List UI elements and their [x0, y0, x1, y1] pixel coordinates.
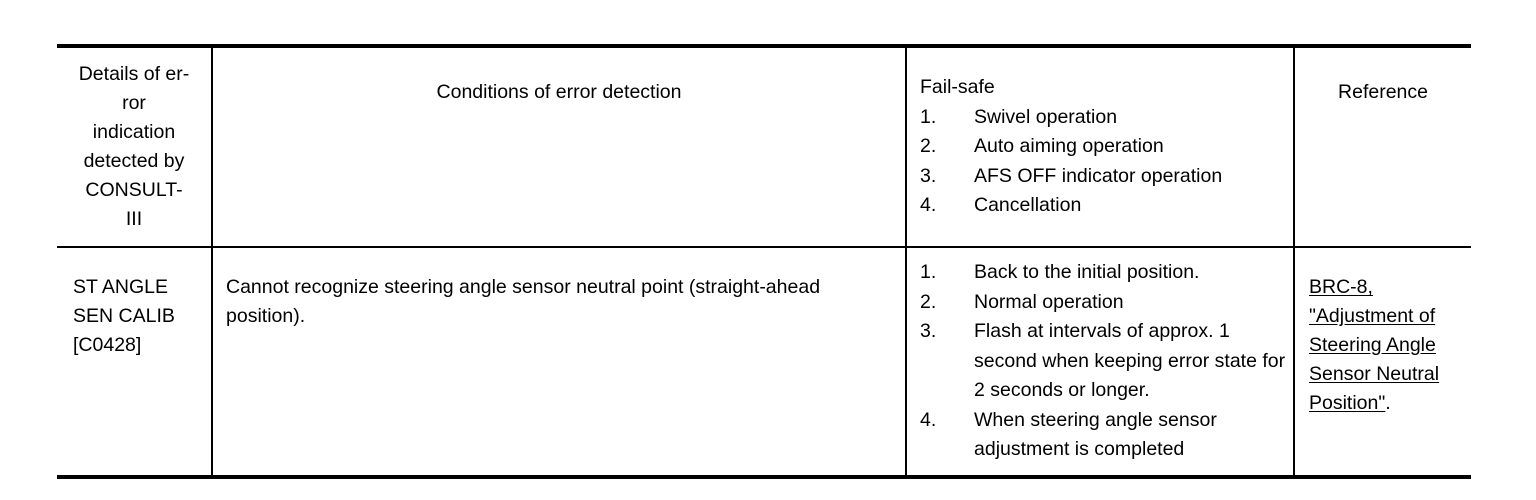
conditions-text: Cannot recognize steering angle sensor n… — [226, 276, 821, 328]
list-item: 2. Normal operation — [920, 288, 1287, 318]
header-conditions-text: Conditions of error detection — [436, 81, 682, 103]
reference-period: . — [1385, 392, 1391, 415]
list-item-number: 4. — [920, 408, 937, 431]
list-item-text: When steering angle sensor adjustment is… — [974, 408, 1217, 461]
header-cell-conditions: Conditions of error detection — [212, 44, 907, 248]
list-item: 4. Cancellation — [920, 191, 1287, 221]
header-code-line-5: CONSULT- — [85, 179, 183, 201]
list-item-number: 1. — [920, 105, 937, 128]
list-item: 1. Swivel operation — [920, 103, 1287, 133]
list-item: 4. When steering angle sensor adjustment… — [920, 406, 1287, 465]
list-item-text: Swivel operation — [974, 105, 1118, 128]
list-item-text: Cancellation — [974, 194, 1082, 217]
list-item-text: Back to the initial position. — [974, 261, 1200, 283]
list-item-number: 1. — [920, 261, 937, 283]
cell-dtc-code: ST ANGLE SEN CALIB [C0428] — [57, 247, 213, 479]
list-item-text: Auto aiming operation — [974, 135, 1164, 158]
list-item-number: 3. — [920, 320, 937, 342]
list-item-text: AFS OFF indicator operation — [974, 164, 1223, 187]
header-code-line-4: detected by — [83, 150, 185, 172]
failsafe-block: 1. Back to the initial position. 2. Norm… — [907, 248, 1293, 475]
cell-failsafe: 1. Back to the initial position. 2. Norm… — [906, 247, 1295, 479]
cell-reference: BRC-8, "Adjustment of Steering Angle Sen… — [1294, 247, 1471, 479]
header-code-line-1: Details of er- — [78, 63, 190, 85]
list-item-text: Normal operation — [974, 290, 1124, 313]
list-item: 1. Back to the initial position. — [920, 258, 1287, 288]
header-code-line-2: ror — [122, 92, 146, 114]
table-header-row: Details of er- ror indication detected b… — [57, 44, 1471, 248]
list-item-number: 2. — [920, 290, 937, 313]
list-item-text: Flash at intervals of approx. 1 second w… — [974, 320, 1286, 401]
header-cell-failsafe: Fail-safe 1. Swivel operation 2. Auto ai… — [906, 44, 1295, 248]
dtc-code-line-2: SEN CALIB — [73, 305, 175, 328]
failsafe-list: 1. Back to the initial position. 2. Norm… — [920, 258, 1287, 465]
list-item: 3. Flash at intervals of approx. 1 secon… — [920, 317, 1287, 406]
dtc-table: Details of er- ror indication detected b… — [57, 44, 1471, 479]
header-code-line-3: indication — [92, 121, 176, 143]
header-failsafe-block: Fail-safe 1. Swivel operation 2. Auto ai… — [907, 63, 1293, 231]
reference-text: BRC-8, "Adjustment of Steering Angle Sen… — [1295, 263, 1471, 459]
header-cell-code: Details of er- ror indication detected b… — [57, 44, 213, 248]
header-cell-reference: Reference — [1294, 44, 1471, 248]
failsafe-label: Fail-safe — [920, 76, 995, 99]
dtc-code-text: ST ANGLE SEN CALIB [C0428] — [57, 263, 211, 459]
list-item: 2. Auto aiming operation — [920, 132, 1287, 162]
list-item-number: 4. — [920, 194, 937, 217]
header-code-line-6: III — [125, 208, 143, 230]
list-item-number: 2. — [920, 135, 937, 158]
reference-link[interactable]: BRC-8, "Adjustment of Steering Angle Sen… — [1309, 276, 1440, 415]
cell-conditions: Cannot recognize steering angle sensor n… — [212, 247, 907, 479]
dtc-code-line-3: [C0428] — [73, 334, 142, 357]
header-code-text: Details of er- ror indication detected b… — [57, 48, 211, 246]
table-row: ST ANGLE SEN CALIB [C0428] Cannot recogn… — [57, 247, 1471, 479]
header-failsafe-list: 1. Swivel operation 2. Auto aiming opera… — [920, 103, 1287, 221]
list-item: 3. AFS OFF indicator operation — [920, 162, 1287, 192]
list-item-number: 3. — [920, 164, 937, 187]
dtc-code-line-1: ST ANGLE — [73, 276, 169, 299]
header-reference-text: Reference — [1338, 81, 1428, 103]
